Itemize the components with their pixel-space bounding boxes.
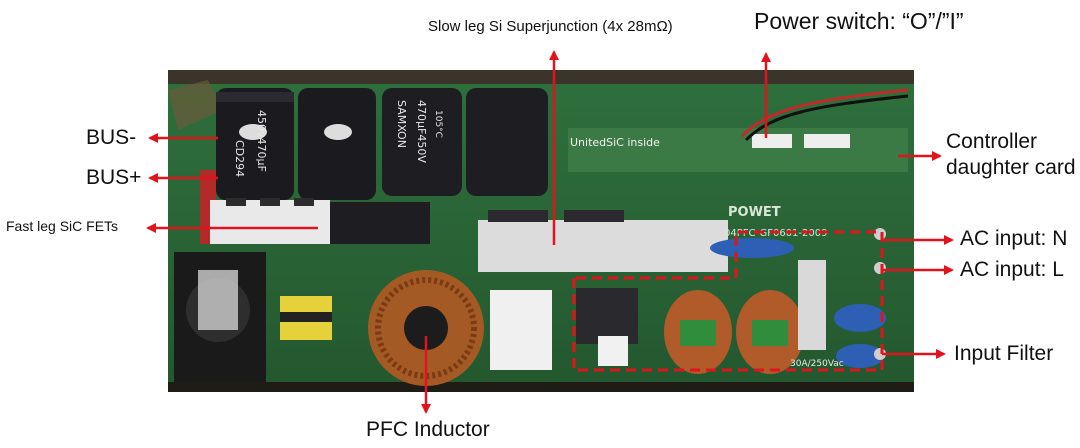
silkscreen-text: UnitedSiC inside <box>570 136 660 149</box>
label-bus-plus: BUS+ <box>86 166 142 189</box>
cap2-rating-text: 470µF450V <box>415 100 428 163</box>
label-bus-minus: BUS- <box>86 126 137 149</box>
pcb-photo: CD294 450v470µF SAMXON 470µF450V 105°C U… <box>168 70 914 392</box>
bus-capacitor-1 <box>216 88 294 200</box>
bus-capacitor-2 <box>298 88 376 200</box>
x-capacitor <box>710 238 794 258</box>
cap2-temp-text: 105°C <box>433 110 443 138</box>
label-pfc-inductor: PFC Inductor <box>366 418 490 441</box>
pfc-inductor-toroid <box>368 270 484 386</box>
label-power-switch: Power switch: “O”/”I” <box>754 8 964 34</box>
cap1-brand-text: CD294 <box>233 140 246 177</box>
fast-leg-heatsink <box>210 200 330 244</box>
label-ac-input-n: AC input: N <box>960 227 1068 250</box>
bus-capacitor-4 <box>466 88 548 196</box>
bus-capacitor-3 <box>382 88 462 196</box>
label-ac-input-l: AC input: L <box>960 258 1064 281</box>
relay <box>490 290 552 370</box>
label-slow-leg: Slow leg Si Superjunction (4x 28mΩ) <box>428 18 673 35</box>
label-input-filter: Input Filter <box>954 342 1054 365</box>
label-controller-line2: daughter card <box>946 156 1076 179</box>
fuse <box>798 260 826 350</box>
controller-card-pcb <box>568 128 908 172</box>
cap2-brand-text: SAMXON <box>395 100 408 148</box>
fuse-rating-text: 30A/250Vac <box>790 359 844 369</box>
slow-leg-heatsink <box>478 220 728 272</box>
cap1-rating-text: 450v470µF <box>255 110 268 172</box>
board-logo-text: POWET <box>728 205 781 220</box>
label-fast-leg: Fast leg SiC FETs <box>6 218 119 234</box>
label-controller-line1: Controller <box>946 130 1038 153</box>
pcb-components: CD294 450v470µF SAMXON 470µF450V 105°C U… <box>168 70 914 392</box>
input-filter-dashed-box <box>572 230 884 372</box>
